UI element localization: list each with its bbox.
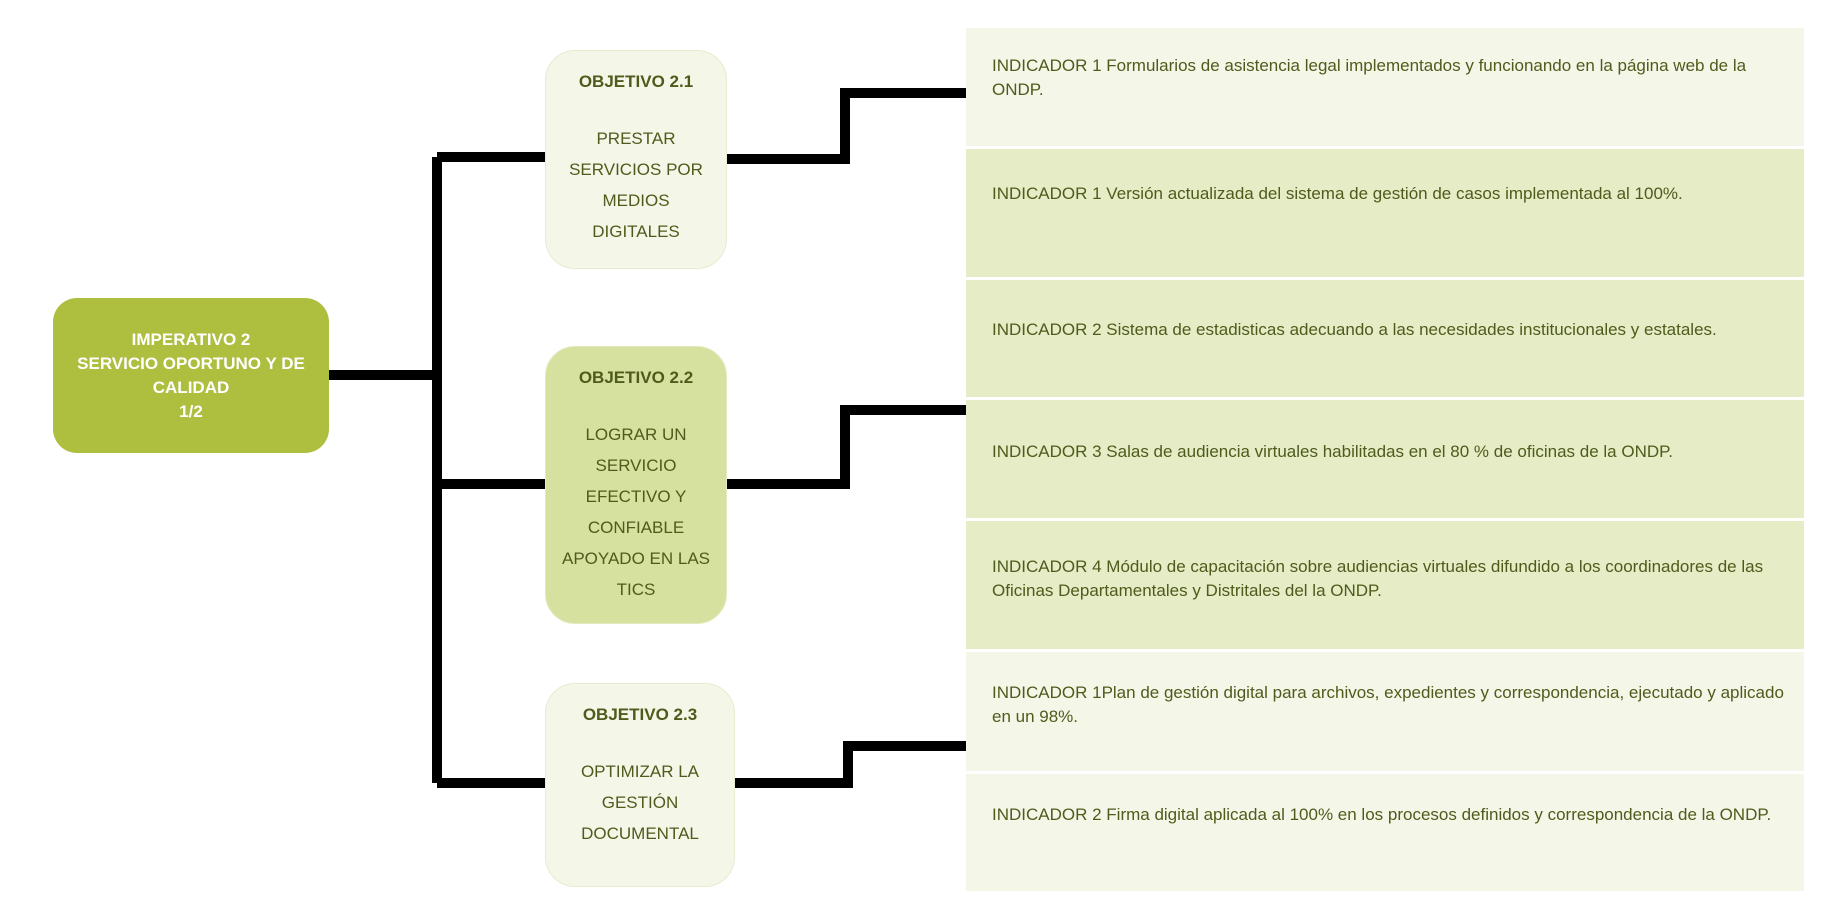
imperative-title-line-1: SERVICIO OPORTUNO Y DE: [77, 353, 305, 373]
indicator-list: INDICADOR 1 Formularios de asistencia le…: [966, 28, 1804, 891]
indicator-text: INDICADOR 4 Módulo de capacitación sobre…: [992, 557, 1764, 600]
indicator-text: INDICADOR 2 Firma digital aplicada al 10…: [992, 805, 1772, 824]
objective-2-2-box: OBJETIVO 2.2 LOGRAR UN SERVICIO EFECTIVO…: [545, 346, 727, 624]
indicator-row: INDICADOR 2 Sistema de estadisticas adec…: [966, 280, 1804, 400]
indicator-row: INDICADOR 1Plan de gestión digital para …: [966, 652, 1804, 774]
objective-2-1-box: OBJETIVO 2.1 PRESTAR SERVICIOS POR MEDIO…: [545, 50, 727, 269]
connector-objective-1-to-indicators: [727, 88, 966, 164]
imperative-box: IMPERATIVO 2 SERVICIO OPORTUNO Y DE CALI…: [53, 298, 329, 453]
indicator-row: INDICADOR 1 Versión actualizada del sist…: [966, 149, 1804, 280]
objective-title: OBJETIVO 2.3: [582, 705, 698, 724]
objective-description: OPTIMIZAR LA GESTIÓN DOCUMENTAL: [580, 762, 700, 843]
connector-objective-3-to-indicators: [735, 741, 966, 788]
objective-2-3-box: OBJETIVO 2.3 OPTIMIZAR LA GESTIÓN DOCUME…: [545, 683, 735, 887]
imperative-label: IMPERATIVO 2: [131, 329, 251, 349]
indicator-row: INDICADOR 4 Módulo de capacitación sobre…: [966, 521, 1804, 652]
indicator-text: INDICADOR 3 Salas de audiencia virtuales…: [992, 442, 1673, 461]
indicator-text: INDICADOR 1 Versión actualizada del sist…: [992, 184, 1683, 203]
indicator-row: INDICADOR 3 Salas de audiencia virtuales…: [966, 400, 1804, 521]
indicator-row: INDICADOR 2 Firma digital aplicada al 10…: [966, 774, 1804, 891]
indicator-text: INDICADOR 2 Sistema de estadisticas adec…: [992, 320, 1717, 339]
imperative-page-indicator: 1/2: [179, 401, 203, 421]
objective-title: OBJETIVO 2.2: [578, 368, 694, 387]
objective-description: LOGRAR UN SERVICIO EFECTIVO Y CONFIABLE …: [561, 425, 710, 599]
imperative-title-line-2: CALIDAD: [152, 377, 230, 397]
indicator-text: INDICADOR 1Plan de gestión digital para …: [992, 683, 1784, 726]
objective-description: PRESTAR SERVICIOS POR MEDIOS DIGITALES: [569, 129, 703, 241]
indicator-row: INDICADOR 1 Formularios de asistencia le…: [966, 28, 1804, 149]
connector-objective-2-to-indicators: [727, 405, 966, 489]
indicator-text: INDICADOR 1 Formularios de asistencia le…: [992, 56, 1747, 99]
objective-title: OBJETIVO 2.1: [578, 72, 694, 91]
